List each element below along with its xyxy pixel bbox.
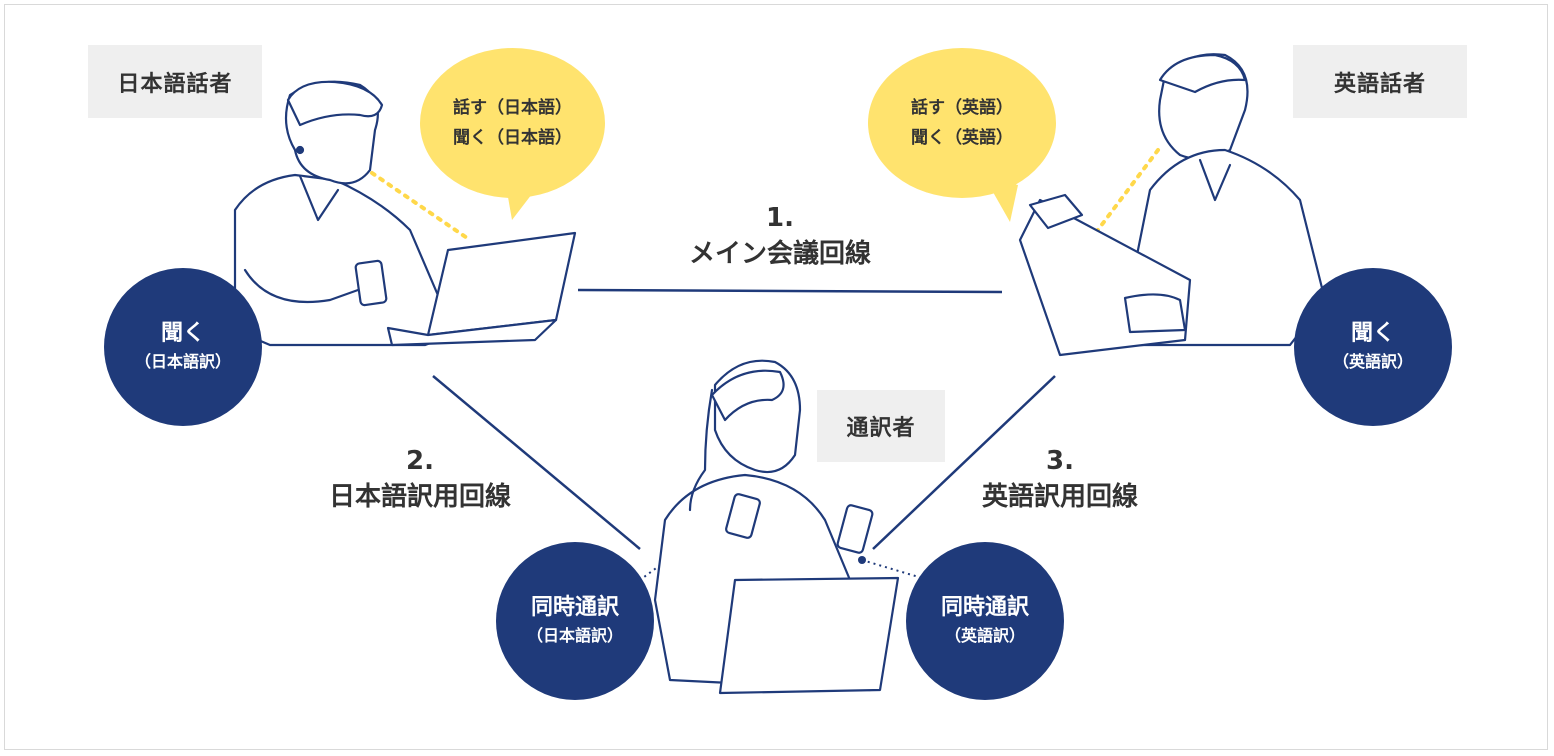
listen-japanese-circle: 聞く （日本語訳） [104,268,262,426]
interp-english-main: 同時通訳 [940,595,1029,620]
en-bubble-speak: 話す（英語） [911,98,1013,118]
interp-japanese-circle: 同時通訳 （日本語訳） [496,542,654,700]
interp-english-sub: （英語訳） [944,626,1025,645]
main-line-text: メイン会議回線 [688,239,871,269]
japanese-line-label: 2. 日本語訳用回線 [300,443,540,515]
jp-bubble-speak: 話す（日本語） [453,98,572,118]
listen-english-circle: 聞く （英語訳） [1294,268,1452,426]
listen-english-main: 聞く [1350,321,1395,346]
main-line-label: 1. メイン会議回線 [660,200,900,272]
english-line-label: 3. 英語訳用回線 [950,443,1170,515]
english-speech-bubble: 話す（英語） 聞く（英語） [868,48,1056,198]
listen-english-sub: （英語訳） [1332,352,1413,371]
interp-phone-dot-right [858,556,866,564]
japanese-line [432,375,641,550]
listen-japanese-sub: （日本語訳） [134,352,231,371]
japanese-speaker-illustration [233,80,577,347]
interp-japanese-sub: （日本語訳） [526,626,623,645]
japanese-line-number: 2. [406,446,434,476]
japanese-speech-bubble: 話す（日本語） 聞く（日本語） [420,48,605,198]
interp-english-circle: 同時通訳 （英語訳） [906,542,1064,700]
interpreter-illustration [653,359,900,695]
english-speaker-tag: 英語話者 [1293,45,1467,118]
english-speaker-illustration [1018,53,1327,357]
interp-en-dots [861,559,923,579]
jp-voice-dots [370,171,472,242]
english-line [872,375,1056,550]
main-line-number: 1. [766,203,794,233]
japanese-line-text: 日本語訳用回線 [328,482,511,512]
japanese-speaker-tag: 日本語話者 [88,45,262,118]
main-line [577,288,1003,294]
english-line-text: 英語訳用回線 [981,482,1138,512]
english-line-number: 3. [1046,446,1074,476]
listen-japanese-main: 聞く [160,321,205,346]
en-bubble-listen: 聞く（英語） [911,128,1013,148]
interpreter-tag: 通訳者 [817,390,945,462]
jp-bubble-listen: 聞く（日本語） [453,128,572,148]
interp-japanese-main: 同時通訳 [530,595,619,620]
